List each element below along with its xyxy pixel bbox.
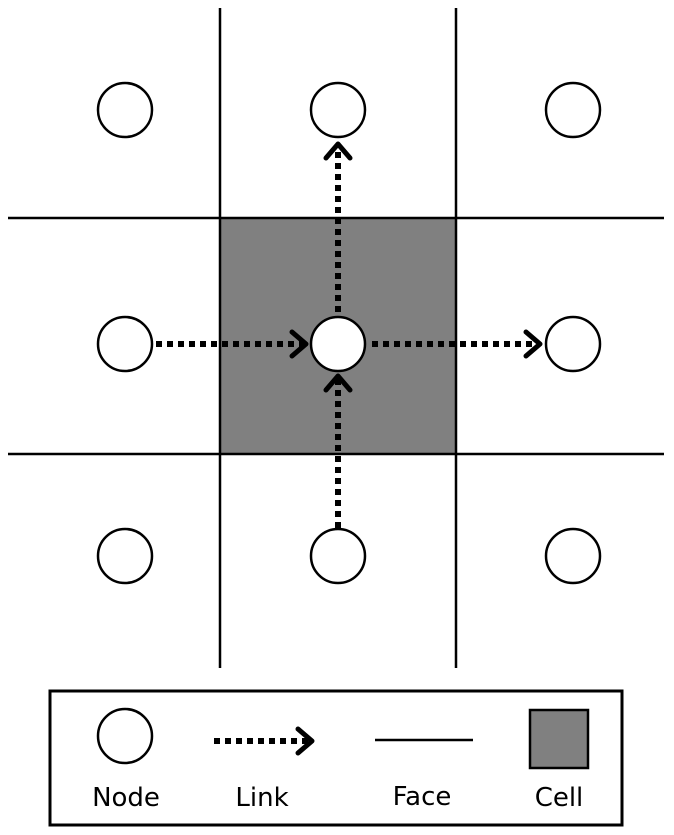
node-top-right: [544, 81, 602, 139]
links: [156, 141, 543, 528]
node-middle-right: [544, 315, 602, 373]
node-middle-left: [96, 315, 154, 373]
legend-face-label: Face: [393, 782, 452, 812]
node-top-left: [96, 81, 154, 139]
node-center: [309, 315, 367, 373]
legend-box: [48, 689, 624, 827]
legend-node-label: Node: [92, 783, 160, 813]
legend: Node Link Face Cell: [48, 689, 624, 827]
legend-node-icon: [96, 707, 154, 765]
node-bottom-right: [544, 527, 602, 585]
legend-link-label: Link: [235, 783, 288, 813]
legend-cell-icon: [528, 708, 590, 770]
node-bottom-center: [309, 527, 367, 585]
node-top-center: [309, 81, 367, 139]
nodes: [96, 81, 602, 585]
legend-cell-label: Cell: [535, 783, 584, 813]
node-bottom-left: [96, 527, 154, 585]
